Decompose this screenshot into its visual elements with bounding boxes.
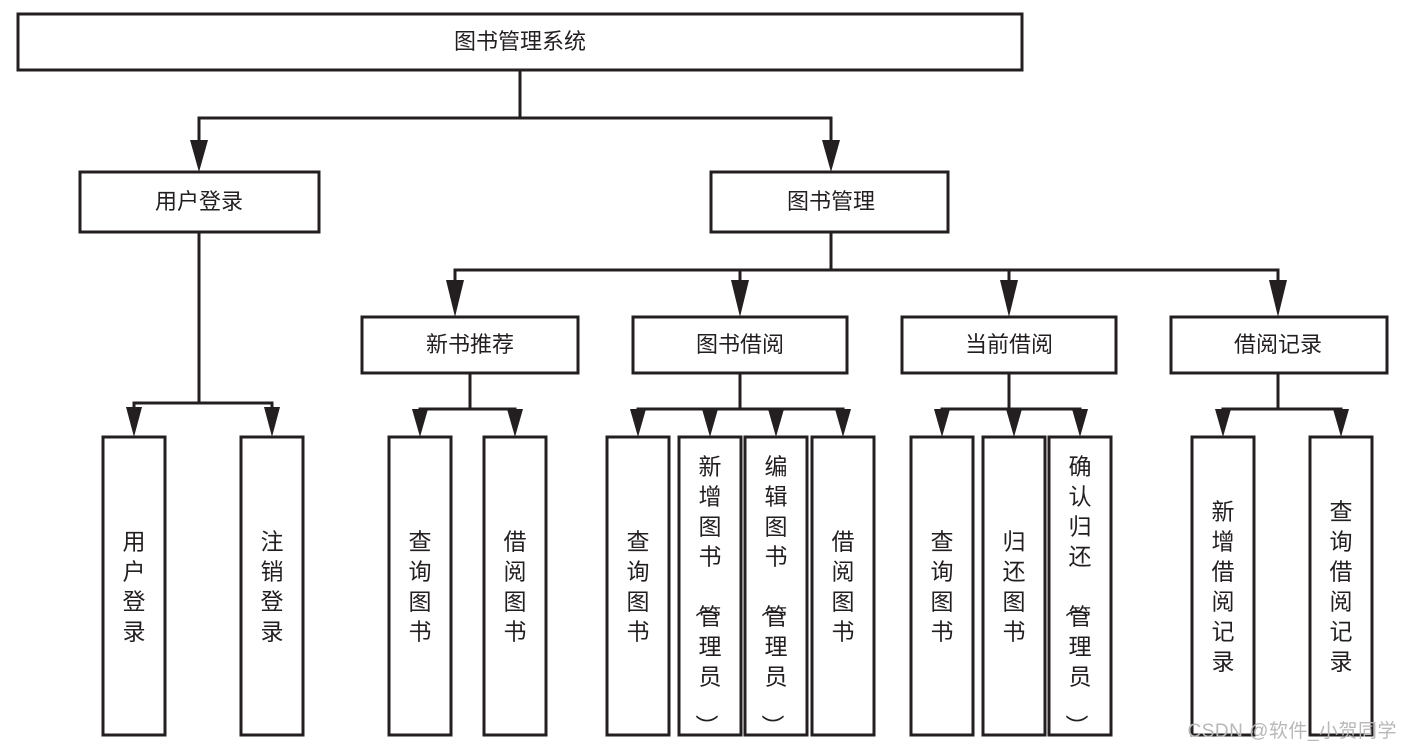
- connector-layer: [126, 68, 1349, 437]
- leaf-node[interactable]: 查询借阅记录: [1308, 435, 1374, 737]
- leaf-node[interactable]: 借阅图书: [482, 435, 548, 737]
- leaf-node-box[interactable]: [387, 435, 453, 737]
- leaf-node[interactable]: 新增图书（管理员）: [677, 435, 743, 737]
- arrowhead-currentborrow-leaf2: [1006, 409, 1022, 437]
- arrowhead-current-borrow: [1000, 280, 1018, 317]
- arrowhead-currentborrow-leaf3: [1072, 409, 1088, 437]
- leaf-node-label: 借阅图书: [832, 528, 855, 644]
- leaf-node-label: 查询图书: [931, 528, 954, 644]
- node-root-system[interactable]: 图书管理系统: [16, 12, 1024, 72]
- node-label-current-borrow: 当前借阅: [965, 332, 1053, 357]
- arrowhead-book-manage: [822, 140, 840, 172]
- arrowhead-bookborrow-leaf4: [835, 409, 851, 437]
- leaf-node-label: 查询借阅记录: [1330, 498, 1353, 674]
- arrowhead-user-login: [190, 140, 208, 172]
- leaf-node[interactable]: 查询图书: [909, 435, 975, 737]
- leaf-node-layer: 用户登录 注销登录 查询图书 借阅图书 查询图书 新增图书（管理员） 编辑图书（管理员） 借阅…: [101, 435, 1374, 737]
- leaf-node[interactable]: 新增借阅记录: [1190, 435, 1256, 737]
- node-label-root: 图书管理系统: [454, 29, 586, 54]
- arrowhead-borrow-record: [1269, 280, 1287, 317]
- node-box-borrow-record[interactable]: [1169, 315, 1389, 375]
- leaf-node[interactable]: 注销登录: [239, 435, 305, 737]
- node-label-book-management: 图书管理: [787, 189, 875, 214]
- leaf-node-box[interactable]: [101, 435, 167, 737]
- node-label-borrow-record: 借阅记录: [1234, 332, 1322, 357]
- leaf-node-label: 编辑图书（管理员）: [760, 453, 788, 737]
- node-new-book-recommend[interactable]: 新书推荐: [360, 315, 580, 375]
- node-box-root[interactable]: [16, 12, 1024, 72]
- node-box-current-borrow[interactable]: [900, 315, 1118, 375]
- leaf-node-label: 归还图书: [1003, 528, 1026, 644]
- arrowhead-borrowrecord-leaf1: [1215, 409, 1231, 437]
- arrowhead-bookborrow-leaf2: [702, 409, 718, 437]
- leaf-node-label: 用户登录: [123, 528, 146, 644]
- leaf-node-box[interactable]: [482, 435, 548, 737]
- leaf-node-label: 查询图书: [409, 528, 432, 644]
- arrowhead-book-borrow: [731, 280, 749, 317]
- leaf-node-label: 借阅图书: [504, 528, 527, 644]
- leaf-node[interactable]: 确认归还（管理员）: [1047, 435, 1113, 737]
- leaf-node-box[interactable]: [1047, 435, 1113, 737]
- leaf-node[interactable]: 编辑图书（管理员）: [743, 435, 809, 737]
- leaf-node-box[interactable]: [1190, 435, 1256, 737]
- node-label-new-book-recommend: 新书推荐: [426, 332, 514, 357]
- leaf-node[interactable]: 查询图书: [605, 435, 671, 737]
- node-label-user-login: 用户登录: [155, 189, 243, 214]
- arrowhead-newbook-leaf2: [507, 409, 523, 437]
- arrowhead-bookborrow-leaf3: [768, 409, 784, 437]
- leaf-node-box[interactable]: [605, 435, 671, 737]
- node-box-book-management[interactable]: [709, 170, 950, 234]
- node-user-login[interactable]: 用户登录: [78, 170, 321, 234]
- arrowhead-currentborrow-leaf1: [934, 409, 950, 437]
- arrowhead-newbook-leaf1: [412, 409, 428, 437]
- leaf-node[interactable]: 归还图书: [981, 435, 1047, 737]
- arrowhead-userlogin-leaf1: [126, 407, 142, 437]
- leaf-node-box[interactable]: [981, 435, 1047, 737]
- leaf-node-box[interactable]: [909, 435, 975, 737]
- arrowhead-borrowrecord-leaf2: [1333, 409, 1349, 437]
- leaf-node-label: 新增图书（管理员）: [694, 453, 722, 737]
- node-current-borrow[interactable]: 当前借阅: [900, 315, 1118, 375]
- leaf-node-box[interactable]: [810, 435, 876, 737]
- node-borrow-record[interactable]: 借阅记录: [1169, 315, 1389, 375]
- leaf-node-box[interactable]: [239, 435, 305, 737]
- leaf-node-label: 新增借阅记录: [1212, 498, 1235, 674]
- node-book-management[interactable]: 图书管理: [709, 170, 950, 234]
- leaf-node[interactable]: 用户登录: [101, 435, 167, 737]
- leaf-node-label: 注销登录: [261, 528, 284, 644]
- leaf-node-label: 确认归还（管理员）: [1064, 453, 1092, 737]
- leaf-node[interactable]: 查询图书: [387, 435, 453, 737]
- node-book-borrow[interactable]: 图书借阅: [631, 315, 849, 375]
- leaf-node-box[interactable]: [1308, 435, 1374, 737]
- node-box-new-book-recommend[interactable]: [360, 315, 580, 375]
- node-label-book-borrow: 图书借阅: [696, 332, 784, 357]
- leaf-node-box[interactable]: [743, 435, 809, 737]
- arrowhead-bookborrow-leaf1: [630, 409, 646, 437]
- leaf-node-label: 查询图书: [627, 528, 650, 644]
- arrowhead-userlogin-leaf2: [264, 407, 280, 437]
- leaf-node-box[interactable]: [677, 435, 743, 737]
- arrowhead-new-book-rec: [446, 280, 464, 317]
- leaf-node[interactable]: 借阅图书: [810, 435, 876, 737]
- node-box-user-login[interactable]: [78, 170, 321, 234]
- node-box-book-borrow[interactable]: [631, 315, 849, 375]
